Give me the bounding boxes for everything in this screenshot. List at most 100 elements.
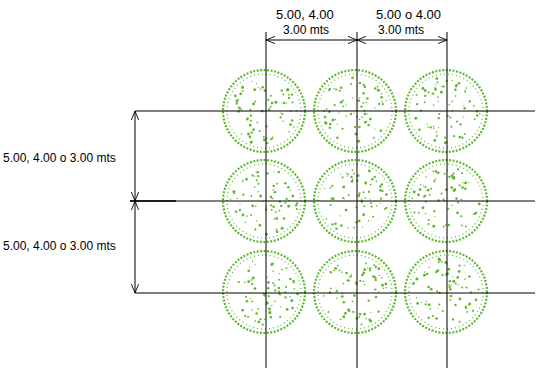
canopy-dot xyxy=(249,124,252,127)
canopy-dot xyxy=(249,109,251,111)
canopy-dot xyxy=(377,89,380,92)
canopy-dot xyxy=(463,116,464,117)
canopy-dot xyxy=(450,186,453,189)
canopy-dot xyxy=(279,210,281,212)
canopy-dot xyxy=(428,223,430,225)
canopy-dot xyxy=(271,197,273,199)
canopy-dot xyxy=(242,181,243,182)
canopy-dot xyxy=(254,228,256,230)
canopy-dot xyxy=(268,308,271,311)
canopy-dot xyxy=(281,269,283,271)
canopy-dot xyxy=(279,294,281,296)
canopy-outline xyxy=(314,251,396,333)
canopy-dot xyxy=(286,198,288,200)
canopy-dot xyxy=(464,133,466,135)
canopy-dot xyxy=(346,172,347,173)
canopy-dot xyxy=(289,278,292,281)
canopy-dot xyxy=(267,287,270,290)
canopy-dot xyxy=(251,300,253,302)
canopy-dot xyxy=(372,216,374,218)
canopy-dot xyxy=(272,263,274,265)
canopy-dot xyxy=(284,296,286,298)
canopy-dot xyxy=(270,196,273,199)
canopy-dot xyxy=(385,287,387,289)
canopy-dot xyxy=(449,116,451,118)
canopy-dot xyxy=(438,308,439,309)
canopy-dot xyxy=(350,83,352,85)
canopy-outline xyxy=(405,251,487,333)
canopy-dot xyxy=(334,267,336,269)
canopy-dot xyxy=(339,90,341,92)
canopy-dot xyxy=(256,83,257,84)
canopy-dot xyxy=(438,258,441,261)
canopy-dot xyxy=(381,101,383,103)
canopy-dot xyxy=(335,228,337,230)
canopy-dot xyxy=(272,206,275,209)
grid-lines xyxy=(130,32,535,368)
canopy-dot xyxy=(327,311,329,313)
canopy-dot xyxy=(266,142,268,144)
canopy-dot xyxy=(450,295,453,298)
canopy-dot xyxy=(437,82,439,84)
canopy-dot xyxy=(426,273,428,275)
canopy-dot xyxy=(384,208,386,210)
canopy-dot xyxy=(361,323,363,325)
canopy-dot xyxy=(354,126,356,128)
canopy-dot xyxy=(255,171,256,172)
canopy-dot xyxy=(464,278,466,280)
canopy-dot xyxy=(347,227,348,228)
canopy-dot xyxy=(357,194,360,197)
canopy-dot xyxy=(371,178,374,181)
canopy-dot xyxy=(439,259,442,262)
canopy-dot xyxy=(256,179,258,181)
canopy-dot xyxy=(287,186,290,189)
canopy-dot xyxy=(274,218,276,220)
dimension-text: 3.00 mts xyxy=(283,24,329,36)
canopy-dot xyxy=(236,102,238,104)
canopy-dot xyxy=(275,211,277,213)
canopy-dot xyxy=(433,171,435,173)
canopy-dot xyxy=(250,141,253,144)
canopy-dot xyxy=(370,202,372,204)
canopy-dot xyxy=(289,190,290,191)
canopy-dot xyxy=(430,288,433,291)
canopy-dot xyxy=(453,276,454,277)
canopy-dot xyxy=(478,289,480,291)
canopy-dot xyxy=(247,316,249,318)
canopy-dot xyxy=(376,181,378,183)
canopy-dot xyxy=(444,137,446,139)
canopy-dot xyxy=(458,270,461,273)
canopy-dot xyxy=(375,266,377,268)
canopy-dot xyxy=(433,180,435,182)
canopy-dot xyxy=(331,185,333,187)
canopy-dot xyxy=(454,304,456,306)
canopy-dot xyxy=(330,271,332,273)
canopy-dot xyxy=(339,269,341,271)
canopy-dot xyxy=(364,206,365,207)
canopy-dot xyxy=(468,182,469,183)
canopy-dot xyxy=(358,192,360,194)
canopy-dot xyxy=(347,308,350,311)
canopy-dot xyxy=(271,209,273,211)
canopy-dot xyxy=(273,171,274,172)
canopy-dot xyxy=(442,310,444,312)
canopy-dot xyxy=(272,138,274,140)
canopy-dot xyxy=(442,198,443,199)
canopy-dot xyxy=(289,296,291,298)
canopy-dot xyxy=(453,189,456,192)
dimension-text: 3.00 mts xyxy=(378,24,424,36)
canopy-dot xyxy=(338,112,339,113)
canopy-dot xyxy=(351,169,353,171)
canopy-dot xyxy=(349,275,351,277)
canopy-dot xyxy=(364,121,366,123)
canopy-dot xyxy=(417,193,420,196)
canopy-outline xyxy=(223,251,305,333)
canopy-dot xyxy=(270,106,272,108)
canopy-dot xyxy=(363,268,366,271)
canopy-dot xyxy=(250,214,252,216)
canopy-dot xyxy=(476,114,478,116)
canopy-dot xyxy=(272,282,274,284)
canopy-dot xyxy=(357,99,360,102)
canopy-dot xyxy=(451,285,452,286)
canopy-dot xyxy=(433,104,435,106)
